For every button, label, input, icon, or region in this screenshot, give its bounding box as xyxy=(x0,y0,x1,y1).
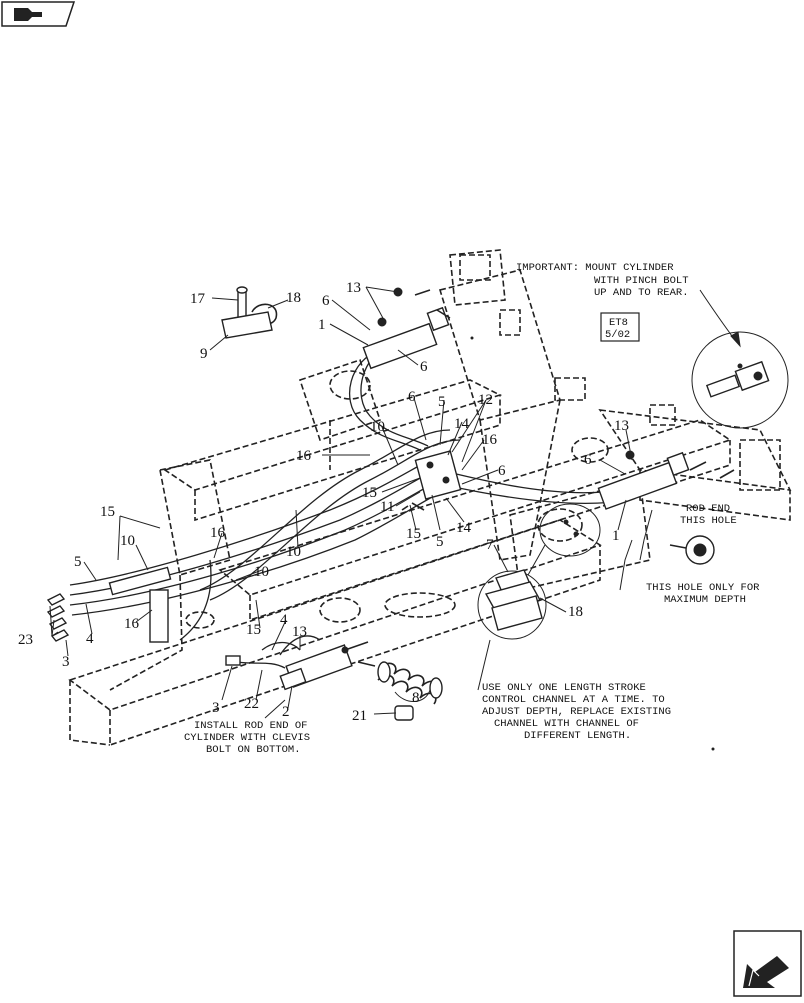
book-nav-button[interactable] xyxy=(0,0,76,28)
svg-text:5/02: 5/02 xyxy=(605,329,630,341)
callout-13: 13 xyxy=(346,280,361,296)
svg-text:ET8: ET8 xyxy=(609,317,628,329)
frame-pins xyxy=(357,289,735,667)
callout-16: 16 xyxy=(482,432,498,448)
callout-13: 13 xyxy=(614,418,629,434)
callout-1: 1 xyxy=(318,317,326,333)
svg-text:WITH PINCH BOLT: WITH PINCH BOLT xyxy=(594,275,689,287)
next-page-arrow-icon xyxy=(733,930,802,997)
lower-hose-assembly xyxy=(225,641,301,669)
svg-text:BOLT ON BOTTOM.: BOLT ON BOTTOM. xyxy=(206,744,301,756)
hose-couplers xyxy=(46,593,70,642)
callout-2: 2 xyxy=(282,704,290,720)
svg-text:CHANNEL WITH CHANNEL OF: CHANNEL WITH CHANNEL OF xyxy=(494,718,639,730)
valve-block xyxy=(414,450,462,500)
svg-text:THIS HOLE ONLY FOR: THIS HOLE ONLY FOR xyxy=(646,582,760,594)
callout-16: 16 xyxy=(124,616,140,632)
callout-14: 14 xyxy=(454,416,470,432)
callout-4: 4 xyxy=(280,612,288,628)
callout-6: 6 xyxy=(498,463,506,479)
callout-6: 6 xyxy=(420,359,428,375)
note-rod-end: ROD END THIS HOLE xyxy=(680,503,737,527)
callout-12: 12 xyxy=(478,392,493,408)
svg-text:CYLINDER WITH CLEVIS: CYLINDER WITH CLEVIS xyxy=(184,732,310,744)
callout-14: 14 xyxy=(456,520,472,536)
wheel-hub xyxy=(669,535,715,565)
svg-text:DIFFERENT LENGTH.: DIFFERENT LENGTH. xyxy=(524,730,631,742)
svg-text:ROD END: ROD END xyxy=(686,503,730,515)
pin-clip-channel xyxy=(221,286,278,339)
callout-15: 15 xyxy=(362,485,377,501)
callout-3: 3 xyxy=(62,654,70,670)
callout-1: 1 xyxy=(612,528,620,544)
callout-7: 7 xyxy=(486,537,494,553)
svg-text:IMPORTANT: MOUNT CYLINDER: IMPORTANT: MOUNT CYLINDER xyxy=(516,262,674,274)
svg-text:MAXIMUM DEPTH: MAXIMUM DEPTH xyxy=(664,594,746,606)
note-leaders xyxy=(264,289,741,719)
note-mount-cylinder: IMPORTANT: MOUNT CYLINDER WITH PINCH BOL… xyxy=(516,262,689,299)
lower-cylinder xyxy=(279,641,369,691)
callout-11: 11 xyxy=(380,499,394,515)
callout-10: 10 xyxy=(286,544,301,560)
callout-5: 5 xyxy=(438,394,446,410)
svg-text:INSTALL ROD END OF: INSTALL ROD END OF xyxy=(194,720,307,732)
callout-18: 18 xyxy=(286,290,301,306)
revision-stamp: ET8 5/02 xyxy=(600,312,640,342)
right-cylinder xyxy=(597,450,690,510)
note-this-hole: THIS HOLE ONLY FOR MAXIMUM DEPTH xyxy=(646,582,760,606)
callout-5: 5 xyxy=(436,534,444,550)
callout-23: 23 xyxy=(18,632,33,648)
callout-13: 13 xyxy=(292,624,307,640)
note-use-only: USE ONLY ONE LENGTH STROKE CONTROL CHANN… xyxy=(482,682,671,742)
bushing xyxy=(394,705,414,721)
callout-9: 9 xyxy=(200,346,208,362)
callout-leaders xyxy=(49,286,633,715)
callout-10: 10 xyxy=(370,419,385,435)
detail-cylinder-mount xyxy=(691,331,789,429)
main-frame xyxy=(68,249,792,747)
svg-text:UP AND TO REAR.: UP AND TO REAR. xyxy=(594,287,689,299)
callout-10: 10 xyxy=(254,564,269,580)
svg-text:CONTROL CHANNEL AT A TIME. TO: CONTROL CHANNEL AT A TIME. TO xyxy=(482,694,665,706)
callout-5: 5 xyxy=(74,554,82,570)
detail-rod-hole xyxy=(539,503,601,557)
callout-16: 16 xyxy=(296,448,312,464)
manifold-plate xyxy=(108,566,172,643)
callout-22: 22 xyxy=(244,696,259,712)
note-install-rod: INSTALL ROD END OF CYLINDER WITH CLEVIS … xyxy=(184,720,310,756)
callout-16: 16 xyxy=(210,525,226,541)
callout-4: 4 xyxy=(86,631,94,647)
book-arrow-icon xyxy=(1,1,76,27)
callout-18: 18 xyxy=(568,604,583,620)
callout-3: 3 xyxy=(212,700,220,716)
next-page-button[interactable] xyxy=(733,930,803,998)
svg-text:THIS HOLE: THIS HOLE xyxy=(680,515,737,527)
callout-17: 17 xyxy=(190,291,206,307)
svg-text:ADJUST DEPTH, REPLACE EXISTING: ADJUST DEPTH, REPLACE EXISTING xyxy=(482,706,671,718)
callout-6: 6 xyxy=(322,293,330,309)
callout-6: 6 xyxy=(408,389,416,405)
callout-15: 15 xyxy=(100,504,115,520)
callout-labels: 17 18 9 13 6 1 6 6 5 12 14 16 10 16 15 6… xyxy=(18,280,629,724)
svg-text:USE ONLY ONE LENGTH STROKE: USE ONLY ONE LENGTH STROKE xyxy=(482,682,646,694)
callout-15: 15 xyxy=(406,526,421,542)
callout-10: 10 xyxy=(120,533,135,549)
callout-15: 15 xyxy=(246,622,261,638)
callout-21: 21 xyxy=(352,708,367,724)
detail-stroke-channel xyxy=(477,569,547,640)
callout-8: 8 xyxy=(412,690,420,706)
spring xyxy=(377,661,443,705)
callout-6: 6 xyxy=(584,452,592,468)
